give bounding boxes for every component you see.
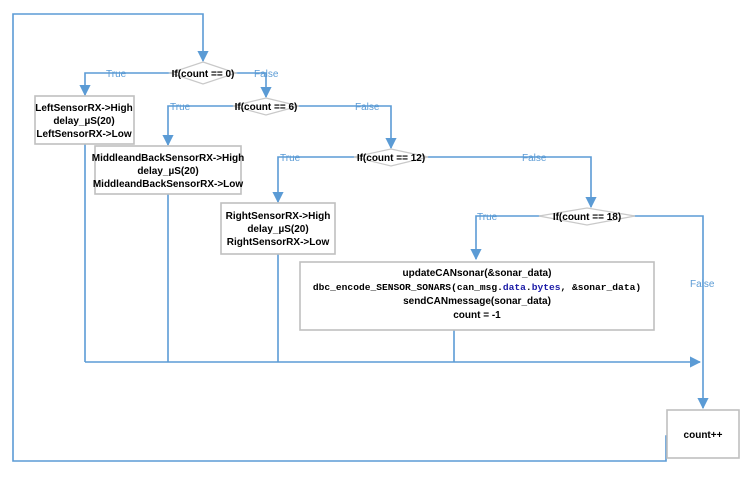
count-increment-box: count++ <box>666 409 740 459</box>
d4-false-label: False <box>690 279 715 290</box>
update-box-line-4: count = -1 <box>453 310 501 321</box>
d3-false-connector <box>426 156 597 209</box>
d1-false-connector <box>234 72 272 99</box>
left-box-line-2: delay_µS(20) <box>53 116 114 127</box>
d3-true-connector <box>272 156 356 204</box>
loop-back-connector <box>12 13 667 462</box>
decision-count-0-text: If(count == 0) <box>172 69 235 80</box>
count-increment-text: count++ <box>684 430 723 441</box>
d4-false-connector <box>633 215 709 410</box>
update-can-sonar-box: updateCANsonar(&sonar_data) dbc_encode_S… <box>299 261 655 331</box>
middle-back-sensor-box: MiddleandBackSensorRX->High delay_µS(20)… <box>92 145 245 195</box>
left-box-line-3: LeftSensorRX->Low <box>36 129 132 140</box>
left-sensor-box: LeftSensorRX->High delay_µS(20) LeftSens… <box>34 95 135 145</box>
middle-box-line-2: delay_µS(20) <box>137 166 198 177</box>
d4-true-label: True <box>477 212 498 223</box>
d1-true-connector <box>79 72 172 97</box>
d1-true-label: True <box>106 69 127 80</box>
keyword-bytes: bytes <box>532 282 561 293</box>
d2-false-connector <box>297 105 397 150</box>
right-sensor-box: RightSensorRX->High delay_µS(20) RightSe… <box>220 202 336 255</box>
decision-count-6: If(count == 6) <box>232 97 300 116</box>
keyword-data: data <box>503 282 526 293</box>
d4-true-connector <box>470 215 541 261</box>
decision-count-12: If(count == 12) <box>353 148 429 167</box>
decision-count-18-text: If(count == 18) <box>553 212 621 223</box>
d2-true-label: True <box>170 102 191 113</box>
d3-true-label: True <box>280 153 301 164</box>
update-box-line-2: dbc_encode_SENSOR_SONARS(can_msg.data.by… <box>313 282 641 293</box>
d2-true-connector <box>162 105 235 147</box>
d1-false-label: False <box>254 69 279 80</box>
right-box-line-2: delay_µS(20) <box>247 224 308 235</box>
middle-box-line-1: MiddleandBackSensorRX->High <box>92 153 245 164</box>
d2-false-label: False <box>355 102 380 113</box>
right-box-line-3: RightSensorRX->Low <box>227 237 330 248</box>
middle-box-line-3: MiddleandBackSensorRX->Low <box>93 179 244 190</box>
update-box-line-1: updateCANsonar(&sonar_data) <box>403 268 552 279</box>
d3-false-label: False <box>522 153 547 164</box>
left-box-line-1: LeftSensorRX->High <box>35 103 133 114</box>
decision-count-18: If(count == 18) <box>538 207 636 226</box>
update-box-line-3: sendCANmessage(sonar_data) <box>403 296 551 307</box>
decision-count-12-text: If(count == 12) <box>357 153 425 164</box>
decision-count-6-text: If(count == 6) <box>235 102 298 113</box>
right-box-line-1: RightSensorRX->High <box>226 211 331 222</box>
decision-count-0: If(count == 0) <box>168 61 238 85</box>
